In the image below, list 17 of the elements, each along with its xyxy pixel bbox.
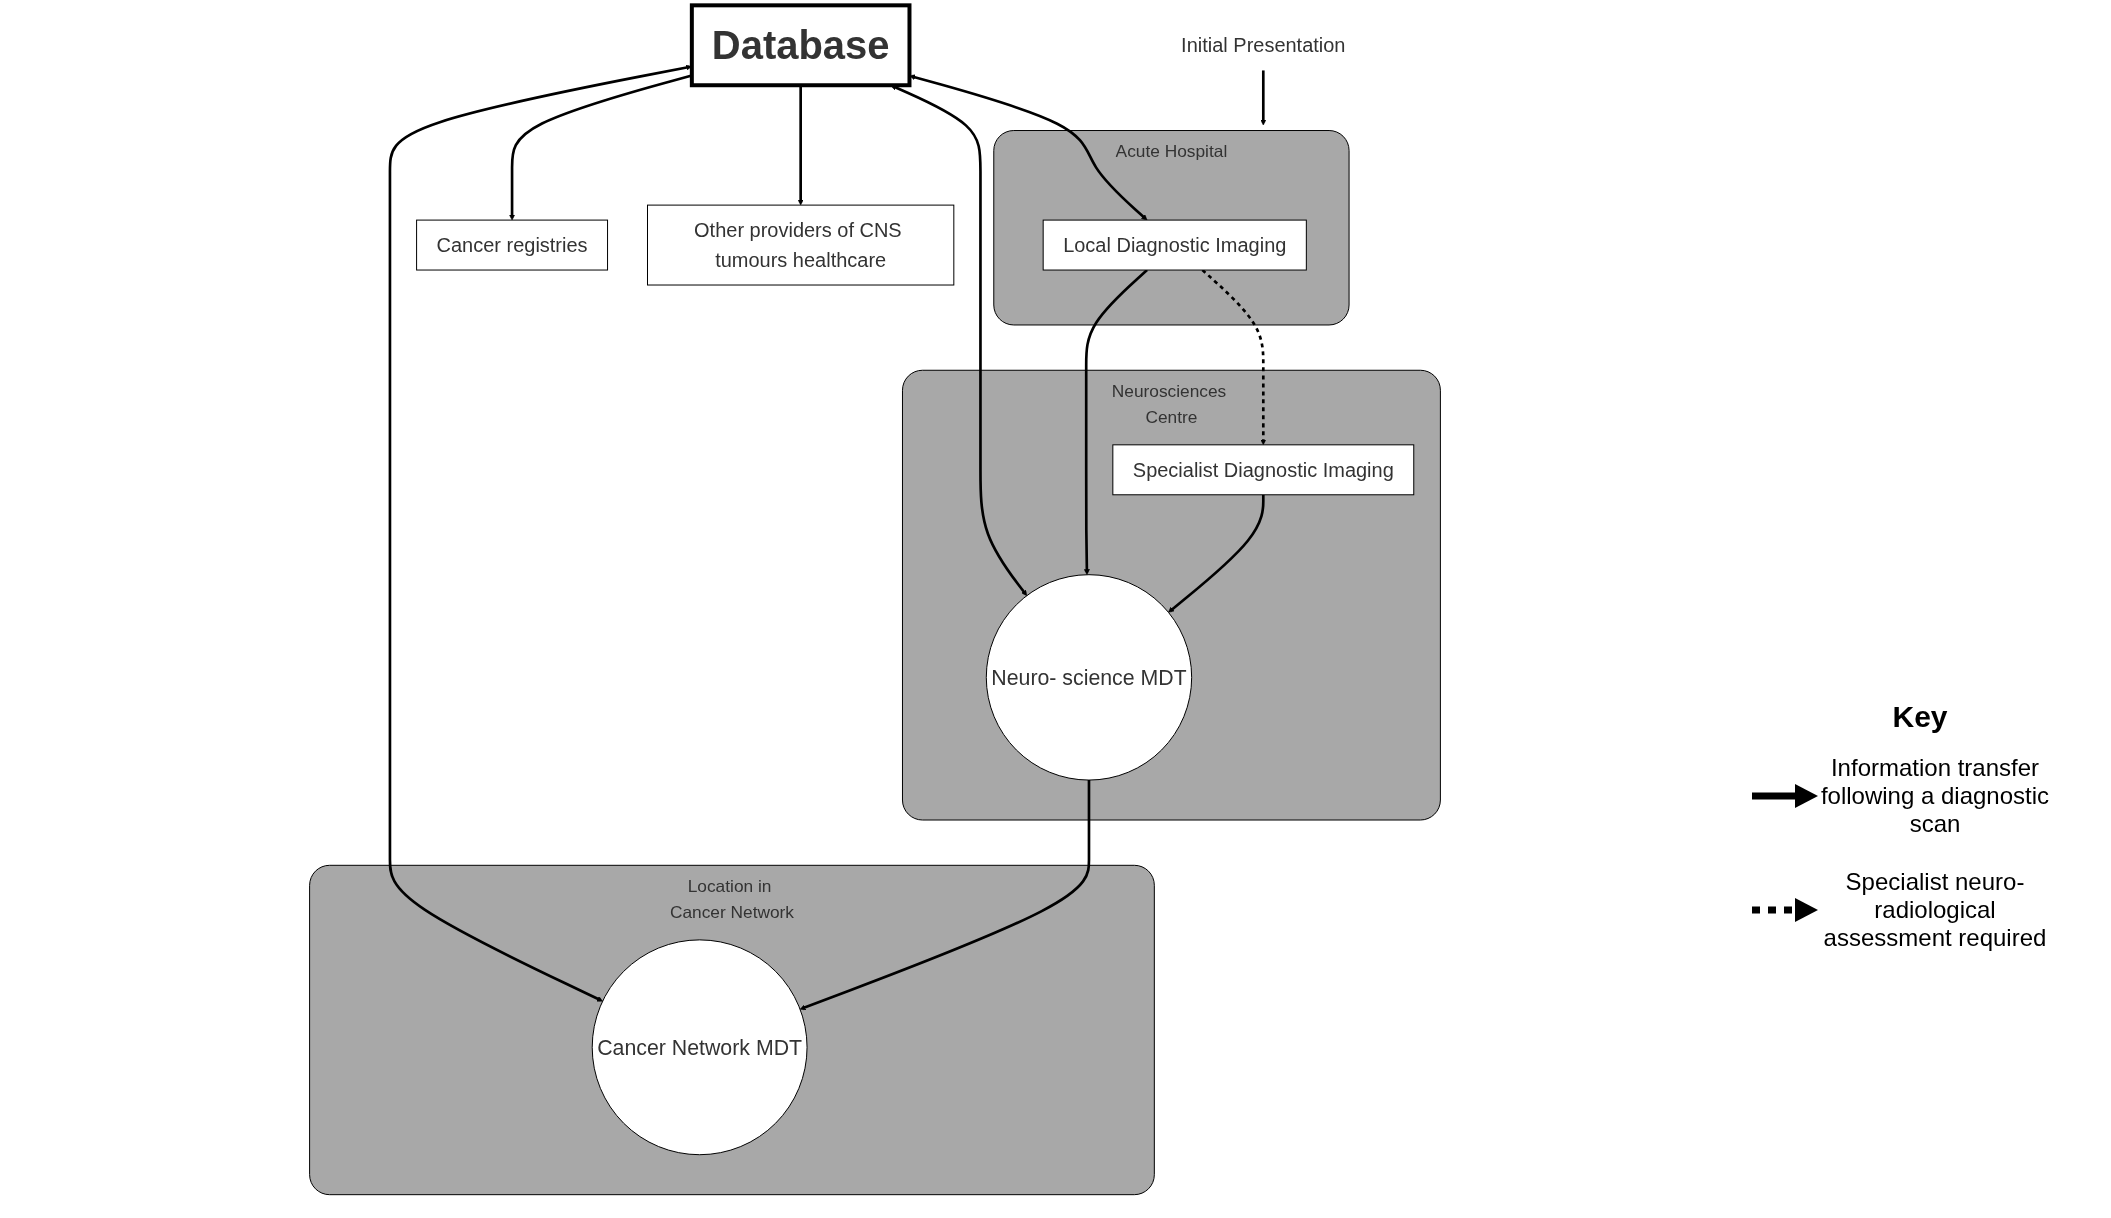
node-box: Cancer registries [416, 219, 609, 271]
legend-text: Specialist neuro- radiological assessment required [1822, 868, 2048, 952]
node-box: Database [689, 3, 912, 88]
arrow [799, 780, 1091, 1011]
node-box: Local Diagnostic Imaging [1042, 219, 1307, 271]
node-circle: Cancer Network MDT [591, 939, 808, 1156]
node-box: Specialist Diagnostic Imaging [1112, 444, 1415, 496]
legend-text: Information transfer following a diagnostic scan [1820, 754, 2050, 838]
arrow [1168, 494, 1265, 613]
arrow [797, 85, 804, 206]
arrow [1083, 269, 1148, 575]
legend-heading: Key [1891, 700, 1949, 734]
node-circle: Neuro- science MDT [985, 574, 1193, 781]
node-text: Initial Presentation [1181, 34, 1346, 57]
node-box: Other providers of CNS tumours healthcare [647, 204, 955, 286]
arrow [1260, 70, 1267, 126]
arrow [1201, 269, 1267, 446]
